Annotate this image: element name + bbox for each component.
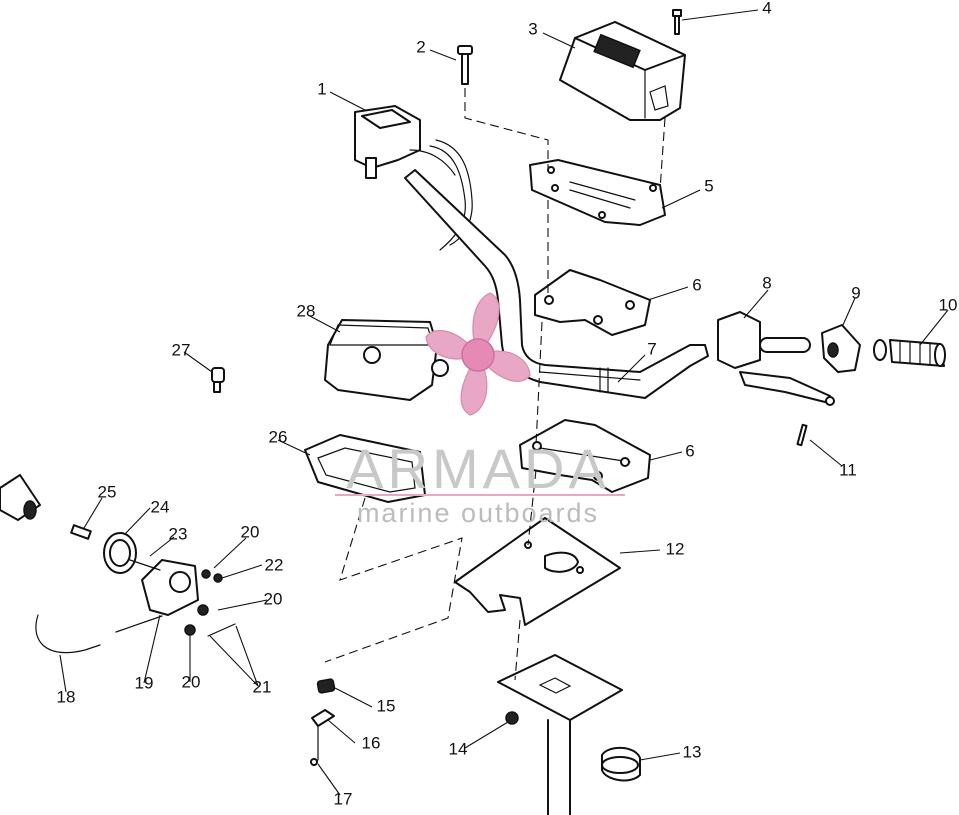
callout-9: 9 bbox=[851, 283, 860, 302]
watermark-tagline: marine outboards bbox=[357, 498, 599, 528]
leader-lines bbox=[59, 9, 949, 796]
part-4-screw bbox=[672, 9, 682, 35]
callout-1: 1 bbox=[317, 79, 326, 98]
part-15-16-17-small-hardware bbox=[310, 678, 336, 766]
part-6-lower-clamp bbox=[519, 419, 651, 493]
callout-20-top: 20 bbox=[241, 522, 260, 541]
part-7-handlebar bbox=[404, 169, 709, 399]
part-6-upper-clamp bbox=[534, 269, 651, 336]
callout-16: 16 bbox=[362, 733, 381, 752]
callout-20-middle: 20 bbox=[264, 589, 283, 608]
callout-20-bottom: 20 bbox=[182, 672, 201, 691]
part-8-brake-master-cylinder bbox=[717, 311, 835, 406]
callout-23: 23 bbox=[169, 524, 188, 543]
callout-2: 2 bbox=[416, 37, 425, 56]
callout-24: 24 bbox=[151, 497, 170, 516]
callout-6-upper: 6 bbox=[692, 275, 701, 294]
callout-17: 17 bbox=[334, 789, 353, 808]
callout-14: 14 bbox=[449, 739, 468, 758]
callout-6-lower: 6 bbox=[685, 441, 694, 460]
part-27-bolt bbox=[211, 367, 225, 393]
callout-28: 28 bbox=[297, 301, 316, 320]
part-10-grip bbox=[873, 339, 946, 367]
callout-labels: 1 2 3 4 5 6 6 7 8 9 10 11 12 13 14 15 16… bbox=[57, 0, 958, 808]
part-3-switch-box bbox=[559, 21, 686, 121]
part-5-upper-plate bbox=[529, 159, 666, 226]
part-2-bolt bbox=[457, 45, 473, 85]
callout-10: 10 bbox=[939, 295, 958, 314]
callout-5: 5 bbox=[704, 176, 713, 195]
part-9-throttle-housing bbox=[821, 324, 861, 373]
part-13-14-steering-post bbox=[497, 654, 641, 815]
watermark-brand: ARMADA bbox=[346, 437, 610, 500]
part-28-speedometer bbox=[324, 319, 449, 401]
callout-12: 12 bbox=[666, 539, 685, 558]
callout-3: 3 bbox=[528, 19, 537, 38]
callout-7: 7 bbox=[647, 339, 656, 358]
callout-15: 15 bbox=[377, 696, 396, 715]
callout-8: 8 bbox=[762, 273, 771, 292]
callout-27: 27 bbox=[172, 340, 191, 359]
callout-4: 4 bbox=[762, 0, 771, 17]
callout-22: 22 bbox=[265, 555, 284, 574]
part-1-left-switch-housing bbox=[354, 105, 473, 251]
callout-11: 11 bbox=[839, 460, 857, 479]
part-11-screw bbox=[796, 423, 808, 447]
callout-26: 26 bbox=[269, 427, 288, 446]
callout-25: 25 bbox=[98, 482, 117, 501]
callout-13: 13 bbox=[683, 742, 702, 761]
part-18-25-left-assembly bbox=[0, 474, 236, 654]
callout-21: 21 bbox=[253, 677, 272, 696]
callout-19: 19 bbox=[135, 673, 154, 692]
propeller-logo-icon bbox=[425, 292, 531, 416]
part-12-mounting-plate bbox=[454, 517, 621, 626]
assembly-lines bbox=[324, 88, 666, 681]
armada-watermark: ARMADA marine outboards bbox=[335, 292, 625, 528]
callout-18: 18 bbox=[57, 687, 76, 706]
